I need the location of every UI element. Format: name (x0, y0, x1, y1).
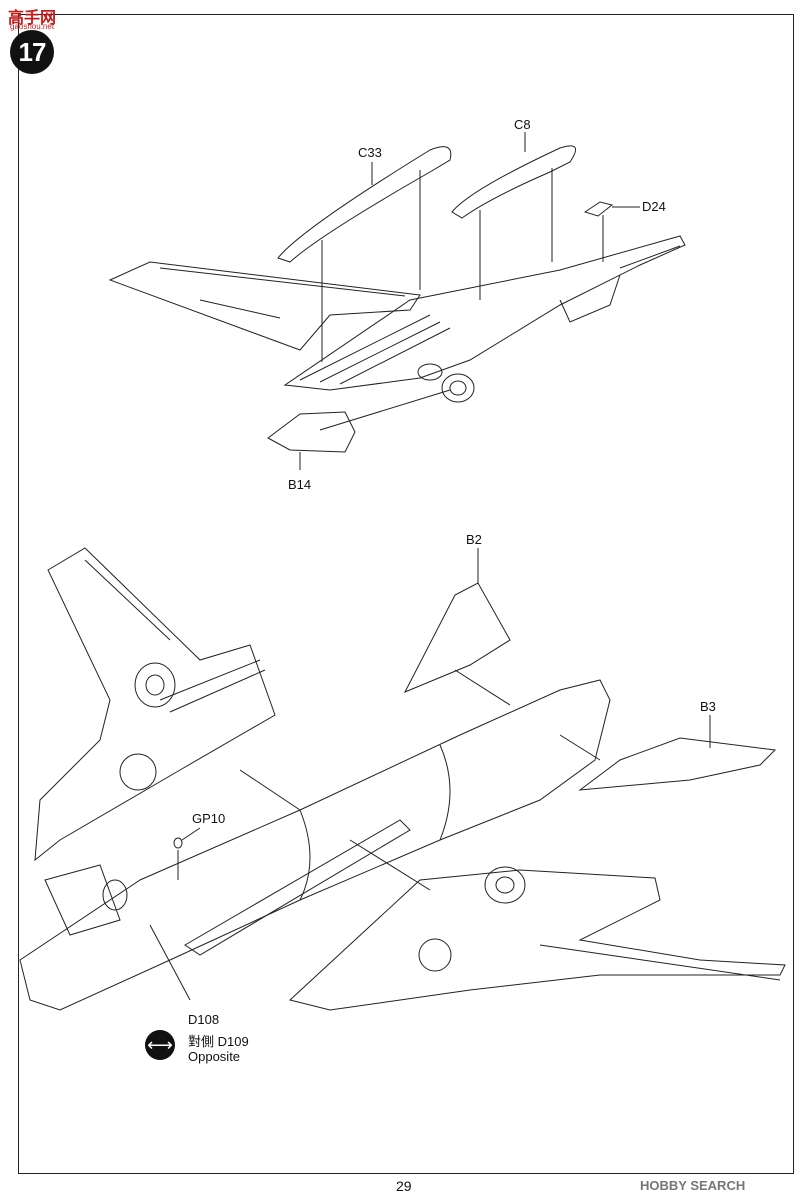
fuselage-section-line (299, 809, 311, 901)
double-arrow-icon: ⟷ (145, 1030, 175, 1060)
top-wing-assembly (108, 132, 686, 470)
bottom-right-wing (288, 869, 786, 1011)
top-wheel-2 (441, 373, 475, 403)
gp10-leader (181, 827, 201, 841)
part-c8-rail (451, 145, 577, 219)
opposite-part-label: 對側 D109 (188, 1034, 249, 1049)
part-b3-stabilizer (578, 737, 777, 791)
part-b14-cover (267, 411, 356, 453)
right-wing-wheel-hub (495, 876, 515, 894)
d108-guide-line (149, 924, 191, 1001)
site-logo-subtitle: gaoshou.net (10, 22, 55, 31)
label-b14: B14 (288, 477, 312, 492)
left-wing-guide-line (239, 769, 301, 811)
left-wing-wheel (134, 662, 176, 708)
right-wing-guide-line (349, 839, 431, 891)
opposite-label: Opposite (188, 1049, 241, 1064)
top-rear-box (559, 274, 621, 323)
top-fuselage (283, 235, 686, 391)
left-wing-rail-2 (169, 669, 266, 713)
top-wing-panel-line (159, 267, 406, 297)
label-d108: D108 (188, 1012, 220, 1027)
right-bay-detail (418, 938, 452, 972)
part-b2-fin (403, 582, 511, 693)
left-bay-detail (119, 753, 157, 791)
part-d24-piece (583, 201, 614, 217)
label-d24: D24 (642, 199, 666, 214)
top-tail-line (619, 245, 681, 269)
label-c33: C33 (358, 145, 382, 160)
site-logo: 高手网 (8, 10, 57, 27)
left-wing-wheel-hub (145, 674, 165, 696)
part-gp10 (173, 837, 183, 849)
bottom-fuselage (19, 679, 611, 1011)
b3-guide-line (559, 734, 601, 761)
left-wing-line (84, 559, 171, 641)
bottom-left-wing (34, 547, 276, 862)
left-nose-wheel (102, 879, 128, 911)
step-number-badge: 17 (10, 30, 54, 74)
label-gp10: GP10 (192, 811, 226, 826)
label-b3: B3 (700, 699, 716, 714)
top-left-wing (108, 261, 421, 351)
top-wheel-2-hub (449, 380, 467, 396)
b2-guide-line (454, 669, 511, 706)
right-wing-rail (539, 944, 781, 981)
page-number: 29 (396, 1178, 412, 1194)
page-frame (18, 14, 794, 1174)
watermark: HOBBY SEARCH (640, 1178, 746, 1193)
bottom-aircraft-assembly (19, 547, 786, 1011)
top-wing-flap-line (199, 299, 281, 319)
left-wing-rail-1 (159, 659, 261, 701)
left-gear-door (44, 864, 121, 936)
label-b2: B2 (466, 532, 482, 547)
part-c33-rail (277, 146, 452, 263)
top-wheel-1 (417, 363, 443, 381)
fuselage-section-line-2 (439, 744, 451, 841)
fuselage-side-rail (184, 819, 411, 956)
top-fuselage-detail-1 (299, 314, 431, 381)
top-fuselage-detail-3 (339, 327, 451, 385)
b14-attach-line (319, 389, 451, 431)
label-c8: C8 (514, 117, 531, 132)
top-fuselage-detail-2 (319, 321, 441, 383)
right-wing-wheel (484, 866, 526, 904)
